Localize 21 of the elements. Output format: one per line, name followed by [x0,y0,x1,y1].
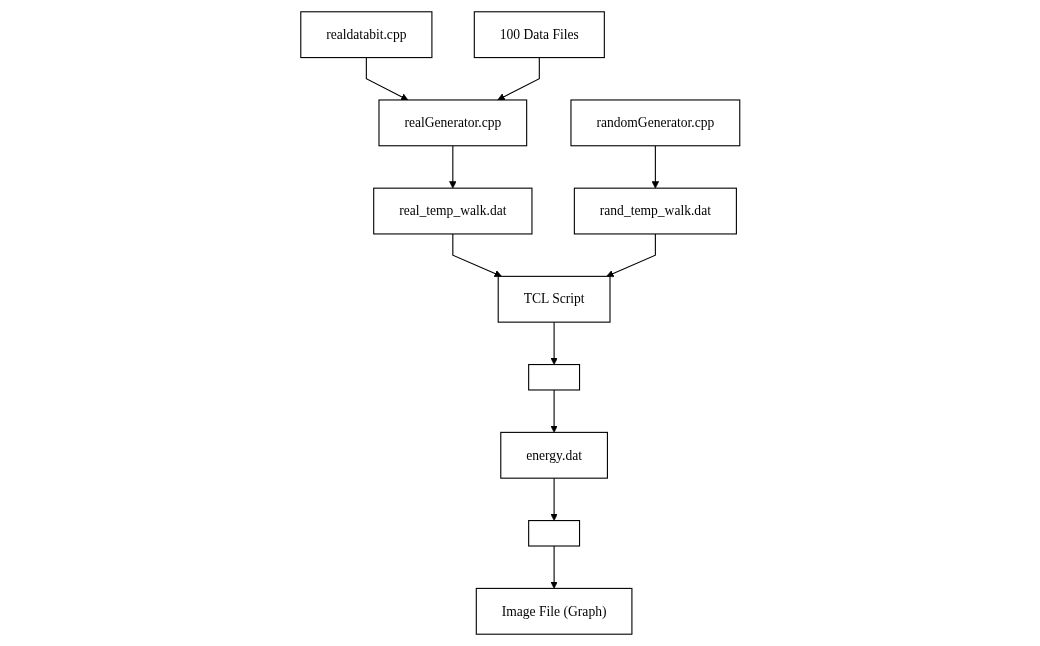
node-box: TCL Script [497,275,611,323]
arrow [365,57,408,101]
node-box: realdatabit.cpp [299,11,433,59]
arrow [550,545,558,589]
arrow [651,145,659,189]
arrow [550,389,558,433]
node-box: realGenerator.cpp [378,99,527,147]
arrow [550,321,558,365]
arrow [497,57,540,101]
arrow [606,233,656,278]
node-box: 100 Data Files [473,11,605,59]
arrow [448,145,457,189]
node-box: energy.dat [499,431,608,479]
node-box: randomGenerator.cpp [570,99,741,147]
node-box: rand_temp_walk.dat [573,187,737,235]
node-box: Image File (Graph) [475,587,633,635]
node-box [527,364,580,391]
arrow [550,477,558,521]
node-box: real_temp_walk.dat [372,187,533,235]
arrow [452,233,502,278]
node-box [527,520,580,547]
